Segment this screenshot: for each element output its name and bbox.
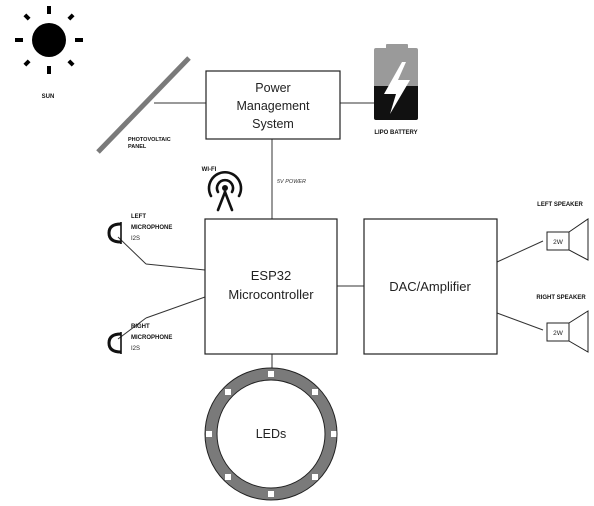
esp32-label-line1: ESP32 — [251, 268, 291, 283]
left-microphone-icon — [107, 222, 122, 244]
wire-dac-right-speaker — [496, 312, 544, 331]
battery-icon — [374, 44, 418, 120]
sun-label: SUN — [42, 94, 55, 100]
left-speaker-label: LEFT SPEAKER — [537, 202, 583, 208]
left-mic-bus-label: I2S — [131, 236, 140, 242]
wire-right-mic-a — [117, 317, 147, 340]
pms-label-line2: Management — [237, 99, 310, 113]
esp32-box — [204, 218, 338, 355]
pms-label-line1: Power — [255, 81, 290, 95]
dac-label: DAC/Amplifier — [389, 279, 471, 294]
left-speaker-icon — [546, 218, 589, 261]
led-dot — [206, 431, 212, 437]
right-speaker-label: RIGHT SPEAKER — [536, 295, 586, 301]
led-dot — [312, 474, 318, 480]
wifi-antenna-icon — [207, 170, 243, 212]
led-dot — [225, 389, 231, 395]
pms-label-line3: System — [252, 117, 294, 131]
led-dot — [225, 474, 231, 480]
led-dot — [331, 431, 337, 437]
wire-left-mic-b — [145, 263, 206, 271]
right-mic-bus-label: I2S — [131, 346, 140, 352]
leds-label: LEDs — [256, 427, 287, 441]
right-mic-label-line2: MICROPHONE — [131, 335, 172, 341]
left-speaker-rating: 2W — [553, 239, 564, 246]
led-ring — [204, 367, 338, 501]
wire-left-mic-a — [117, 236, 147, 265]
sun-icon — [15, 6, 83, 74]
wire-right-mic-b — [145, 296, 206, 319]
esp32-label-line2: Microcontroller — [228, 287, 314, 302]
right-microphone-icon — [107, 332, 122, 354]
left-mic-label-line1: LEFT — [131, 214, 146, 220]
right-speaker-rating: 2W — [553, 330, 564, 337]
pv-label-line2: PANEL — [128, 144, 147, 150]
left-mic-label-line2: MICROPHONE — [131, 225, 172, 231]
wifi-label: WI-FI — [202, 167, 217, 173]
right-speaker-icon — [546, 310, 589, 353]
dac-amplifier-box — [363, 218, 498, 355]
power-label: 5V POWER — [277, 179, 306, 185]
led-dot — [268, 371, 274, 377]
led-dot — [268, 491, 274, 497]
wire-dac-left-speaker — [496, 240, 544, 263]
pv-label-line1: PHOTOVOLTAIC — [128, 137, 171, 143]
photovoltaic-panel-icon — [96, 56, 191, 154]
right-mic-label-line1: RIGHT — [131, 324, 150, 330]
led-dot — [312, 389, 318, 395]
power-management-box — [205, 70, 341, 140]
battery-label: LIPO BATTERY — [374, 130, 417, 136]
